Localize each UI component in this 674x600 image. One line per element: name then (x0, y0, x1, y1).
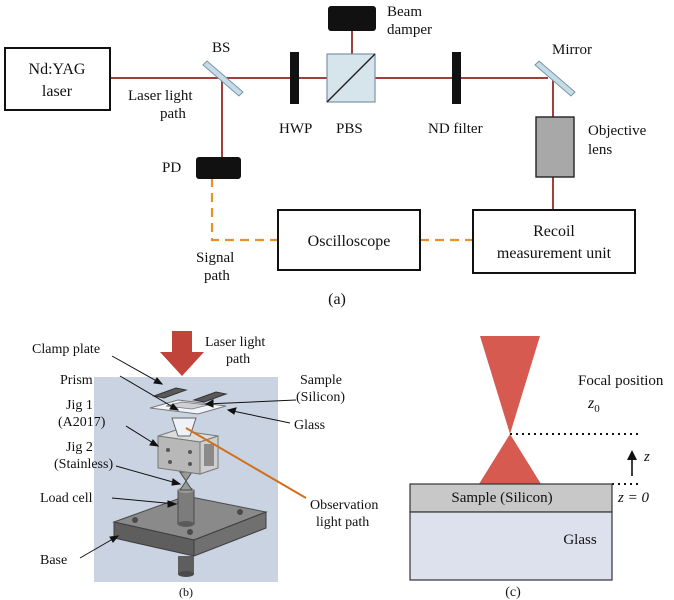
observation-label-2: light path (316, 515, 369, 530)
objective-label-2: lens (588, 142, 612, 158)
observation-label-1: Observation (310, 498, 378, 513)
glass-layer (409, 511, 613, 581)
z0-label-sub: 0 (594, 403, 600, 415)
laser-box-label-2: laser (42, 83, 73, 100)
prism-label: Prism (60, 373, 93, 388)
nd-filter: ND filter (428, 52, 483, 137)
mirror-label: Mirror (552, 42, 592, 58)
polarizing-beam-splitter: PBS (326, 53, 376, 137)
pbs-label: PBS (336, 121, 363, 137)
jig2-label-1: Jig 2 (66, 440, 93, 455)
b-glass-label: Glass (294, 418, 325, 433)
jig1-label-2: (A2017) (58, 415, 106, 430)
load-cell (177, 487, 195, 527)
objective-label-1: Objective (588, 123, 647, 139)
oscilloscope-label: Oscilloscope (308, 233, 391, 250)
z0-label: z0 (587, 395, 600, 415)
signal-path-label-1: Signal (196, 250, 234, 266)
signal-path (210, 178, 473, 242)
z-axis-label: z (643, 449, 650, 465)
photodiode: PD (162, 157, 241, 179)
panel-a-label: (a) (328, 291, 346, 308)
recoil-measurement-unit-box: Recoil measurement unit (472, 209, 636, 274)
ndyag-laser-box: Nd:YAG laser (4, 47, 111, 111)
beam-damper: Beam damper (328, 4, 432, 38)
beam-damper-label-1: Beam (387, 4, 422, 20)
load-cell-label: Load cell (40, 491, 93, 506)
oscilloscope-box: Oscilloscope (277, 209, 421, 271)
half-wave-plate: HWP (279, 52, 312, 137)
pd-label: PD (162, 160, 181, 176)
clamp-plate-label: Clamp plate (32, 342, 100, 357)
laser-path-label-2: path (160, 106, 186, 122)
clamp-plates (152, 387, 228, 403)
recoil-label-1: Recoil (533, 223, 575, 240)
objective-lens: Objective lens (535, 116, 647, 178)
jig1-block (157, 429, 219, 475)
z-axis-arrow (627, 450, 637, 476)
signal-path-label-2: path (204, 268, 230, 284)
b-sample-label-2: (Silicon) (296, 390, 345, 405)
b-sample-label-1: Sample (300, 373, 342, 388)
beam-splitter: BS (202, 40, 244, 97)
nd-filter-label: ND filter (428, 121, 483, 137)
focused-beam (479, 336, 541, 484)
panel-c-label: (c) (505, 585, 521, 600)
focal-position-label: Focal position (578, 373, 664, 389)
jig1-label-1: Jig 1 (66, 398, 93, 413)
observation-light-path (185, 427, 307, 499)
b-laser-path-label-2: path (226, 352, 250, 367)
mirror: Mirror (534, 42, 592, 97)
beam-damper-label-2: damper (387, 22, 432, 38)
panel-b-label: (b) (179, 585, 193, 599)
laser-box-label-1: Nd:YAG (29, 61, 86, 78)
bs-label: BS (212, 40, 230, 56)
base-label: Base (40, 553, 67, 568)
z0-label-main: z (587, 395, 595, 412)
jig2-label-2: (Stainless) (54, 457, 113, 472)
hwp-label: HWP (279, 121, 312, 137)
recoil-label-2: measurement unit (497, 245, 612, 262)
panel-b: Laser light path Clamp plate Prism Jig 1… (32, 331, 378, 599)
callout-arrows (79, 355, 297, 559)
laser-path-label-1: Laser light (128, 88, 193, 104)
laser-incoming-arrow (160, 331, 204, 376)
z-equals-zero-label: z = 0 (617, 490, 649, 506)
panel-c: Focal position z0 z z = 0 Sample (Silico… (409, 336, 664, 600)
c-glass-label: Glass (563, 532, 596, 548)
panel-a: Nd:YAG laser BS HWP PBS Beam damper (4, 4, 647, 308)
prism (171, 417, 197, 437)
c-sample-label: Sample (Silicon) (451, 490, 552, 506)
sample-layer (409, 483, 613, 513)
b-laser-path-label-1: Laser light (205, 335, 265, 350)
